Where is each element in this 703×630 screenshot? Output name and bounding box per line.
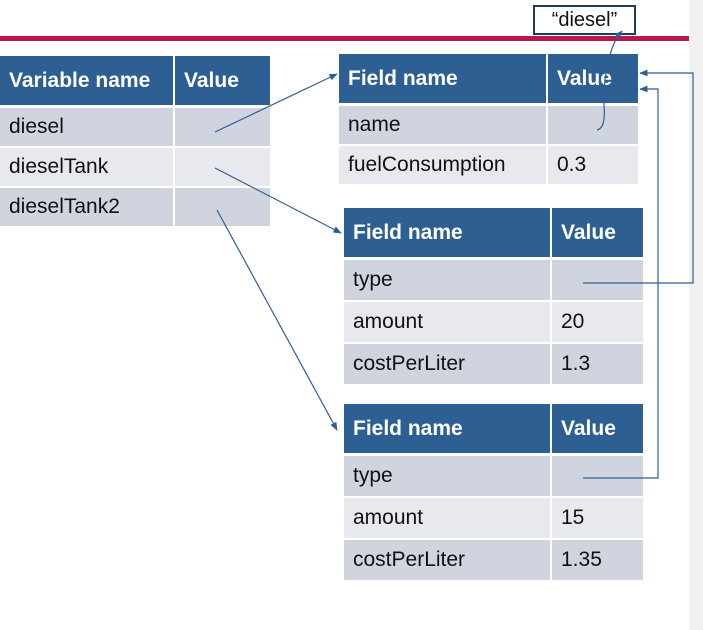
table-row: costPerLiter 1.3 [344,344,643,386]
field-value-cell: 1.35 [552,540,643,582]
field-name-cell: amount [344,302,552,344]
tank2-object-table: Field name Value type amount 15 costPerL… [344,404,643,582]
field-name-cell: type [344,260,552,302]
field-value-cell: 15 [552,498,643,540]
field-name-header: Field name [344,404,552,456]
table-row: dieselTank2 [0,188,270,228]
variables-header-value: Value [175,56,270,108]
field-value-cell [552,456,643,498]
field-value-header: Value [552,208,643,260]
table-row: diesel [0,108,270,148]
table-row: type [344,456,643,498]
field-name-cell: costPerLiter [344,344,552,386]
field-value-header: Value [548,54,638,106]
field-value-cell [552,260,643,302]
variable-name-cell: dieselTank2 [0,188,175,228]
field-name-header: Field name [344,208,552,260]
diesel-tank2-reference-arrow [216,209,338,431]
table-row: amount 20 [344,302,643,344]
diesel-object-table: Field name Value name fuelConsumption 0.… [339,54,638,186]
field-name-cell: costPerLiter [344,540,552,582]
string-literal-text: “diesel” [551,8,618,31]
variable-name-cell: dieselTank [0,148,175,188]
variables-table: Variable name Value diesel dieselTank di… [0,56,270,228]
field-value-cell: 1.3 [552,344,643,386]
field-name-cell: amount [344,498,552,540]
variable-value-cell [175,108,270,148]
table-row: dieselTank [0,148,270,188]
field-value-cell: 0.3 [548,146,638,186]
string-literal-box: “diesel” [533,5,636,35]
table-row: type [344,260,643,302]
variable-value-cell [175,148,270,188]
variable-value-cell [175,188,270,228]
field-name-cell: type [344,456,552,498]
table-row: amount 15 [344,498,643,540]
tank1-object-table: Field name Value type amount 20 costPerL… [344,208,643,386]
table-row: costPerLiter 1.35 [344,540,643,582]
field-value-header: Value [552,404,643,456]
slide-edge [689,0,703,630]
field-name-cell: name [339,106,548,146]
variables-header-name: Variable name [0,56,175,108]
table-row: fuelConsumption 0.3 [339,146,638,186]
field-value-cell [548,106,638,146]
field-value-cell: 20 [552,302,643,344]
field-name-cell: fuelConsumption [339,146,548,186]
field-name-header: Field name [339,54,548,106]
variable-name-cell: diesel [0,108,175,148]
table-row: name [339,106,638,146]
title-divider [0,36,689,41]
